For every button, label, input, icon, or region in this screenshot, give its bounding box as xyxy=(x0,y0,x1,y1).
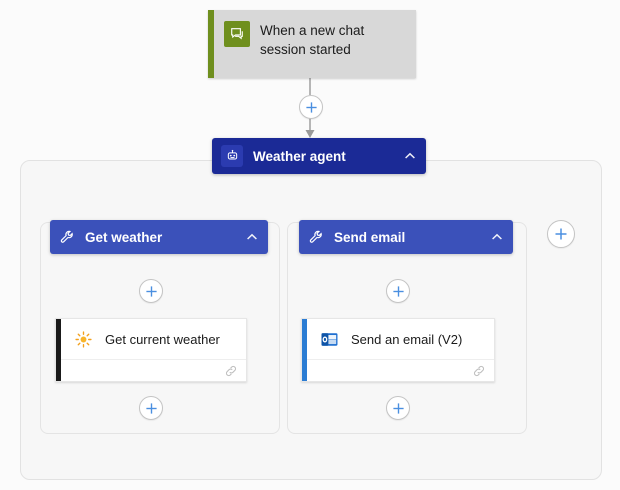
tool-header-send-email[interactable]: Send email xyxy=(299,220,513,254)
wrench-icon xyxy=(59,229,76,246)
agent-node-label: Weather agent xyxy=(253,148,346,164)
agent-node-weather-agent[interactable]: Weather agent xyxy=(212,138,426,174)
action-card-label: Get current weather xyxy=(105,331,220,347)
outlook-icon xyxy=(318,328,340,350)
chevron-up-icon[interactable] xyxy=(490,230,504,244)
chevron-up-icon[interactable] xyxy=(403,149,417,163)
trigger-card[interactable]: When a new chat session started xyxy=(208,10,416,78)
add-branch-button[interactable] xyxy=(547,220,575,248)
chat-bubble-icon xyxy=(224,21,250,47)
trigger-accent-bar xyxy=(208,10,214,78)
action-card-label: Send an email (V2) xyxy=(351,331,463,347)
sun-icon xyxy=(72,328,94,350)
tool-header-label: Send email xyxy=(334,229,406,245)
action-card-send-an-email[interactable]: Send an email (V2) xyxy=(301,318,495,382)
trigger-title-line1: When a new chat xyxy=(260,23,365,38)
link-icon[interactable] xyxy=(224,364,237,377)
wrench-icon xyxy=(308,229,325,246)
add-action-after-send-an-email-button[interactable] xyxy=(386,396,410,420)
tool-header-label: Get weather xyxy=(85,229,163,245)
trigger-title-line2: session started xyxy=(260,42,351,57)
chevron-up-icon[interactable] xyxy=(245,230,259,244)
action-card-get-current-weather[interactable]: Get current weather xyxy=(55,318,247,382)
trigger-title: When a new chat session started xyxy=(260,21,364,59)
link-icon[interactable] xyxy=(472,364,485,377)
action-accent-bar xyxy=(302,319,307,381)
action-accent-bar xyxy=(56,319,61,381)
add-action-after-get-current-weather-button[interactable] xyxy=(139,396,163,420)
add-action-before-send-an-email-button[interactable] xyxy=(386,279,410,303)
tool-header-get-weather[interactable]: Get weather xyxy=(50,220,268,254)
robot-icon xyxy=(221,145,243,167)
add-action-before-get-current-weather-button[interactable] xyxy=(139,279,163,303)
add-step-after-trigger-button[interactable] xyxy=(299,95,323,119)
